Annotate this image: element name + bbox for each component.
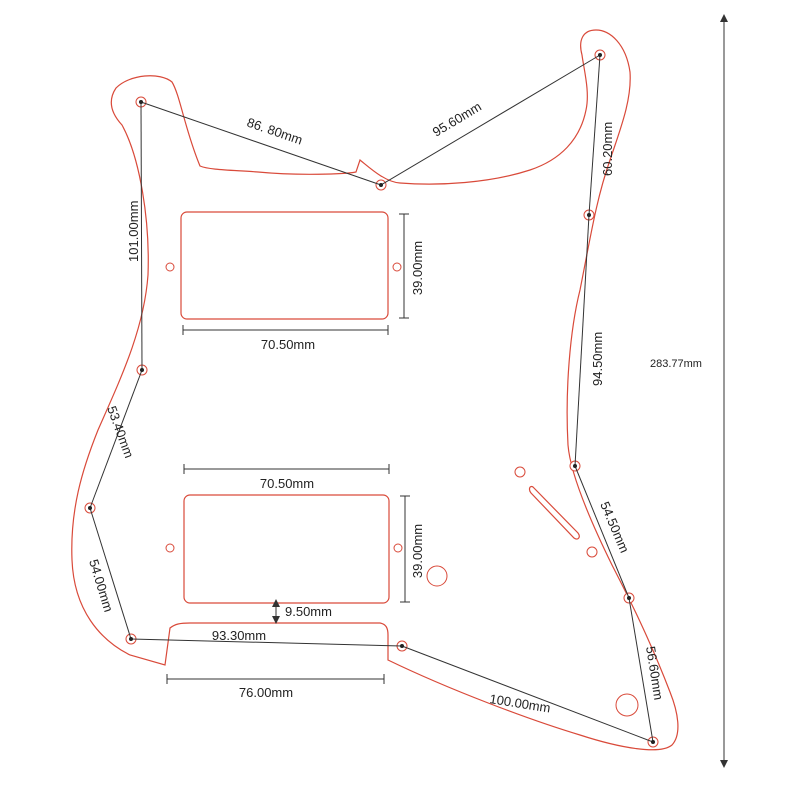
label-left-upper: 101.00mm [126,201,141,262]
pickup-screw-hole [165,262,175,272]
measure-line-top-right [380,54,601,186]
screw-holes [84,49,659,748]
measure-line-left-mid [89,369,143,509]
measure-line-left-upper [140,101,143,371]
switch-slot [528,485,580,540]
screw-center [379,183,383,187]
screw-center [140,368,144,372]
pickup-route-neck [180,211,389,320]
measure-line-right-lower [574,465,630,599]
screw-center [651,740,655,744]
label-top-left: 86. 80mm [245,115,305,148]
label-right-lower: 54.50mm [597,499,632,555]
label-right-mid: 94.50mm [590,332,605,386]
measure-line-top-left [140,101,382,186]
label-pickup1-height: 39.00mm [410,241,425,295]
pickup-screw-hole [165,543,175,553]
dimension-labels: 86. 80mm 95.60mm 101.00mm 60.20mm 94.50m… [86,99,702,716]
label-top-right: 95.60mm [430,99,484,140]
screw-center [129,637,133,641]
jack-hole [615,693,639,717]
label-overall-height: 283.77mm [650,358,702,370]
measure-line-bottom-right [401,645,654,743]
control-hole [586,546,598,558]
dimension-lines [166,14,728,768]
pickguard-outline [71,29,679,751]
label-left-lower: 54.00mm [86,557,116,613]
label-pickup-gap: 9.50mm [285,604,332,619]
knob-hole [426,565,448,587]
label-pickup1-width: 70.50mm [261,337,315,352]
label-left-mid: 53.40mm [104,404,137,460]
screw-center [400,644,404,648]
label-bottom-mid: 93.30mm [212,628,266,643]
pickup-screw-hole [393,543,403,553]
measurement-lines [89,54,654,743]
label-pickup2-height: 39.00mm [410,524,425,578]
measure-line-left-lower [89,507,132,640]
pickup-route-bridge [183,494,390,604]
screw-center [598,53,602,57]
label-pickup2-width: 70.50mm [260,476,314,491]
label-right-upper: 60.20mm [600,122,615,176]
measure-line-right-upper [588,54,601,216]
pickup-screw-hole [392,262,402,272]
screw-centers [88,53,655,744]
screw-center [587,213,591,217]
screw-center [88,506,92,510]
control-hole [514,466,526,478]
label-right-bottom: 56.60mm [643,645,666,701]
screw-center [573,464,577,468]
label-bottom-right: 100.00mm [489,691,552,715]
measure-line-right-bottom [628,597,654,743]
label-bottom-width: 76.00mm [239,685,293,700]
screw-center [627,596,631,600]
measure-line-right-mid [574,214,590,467]
measure-line-bottom-mid [130,638,403,647]
screw-center [139,100,143,104]
